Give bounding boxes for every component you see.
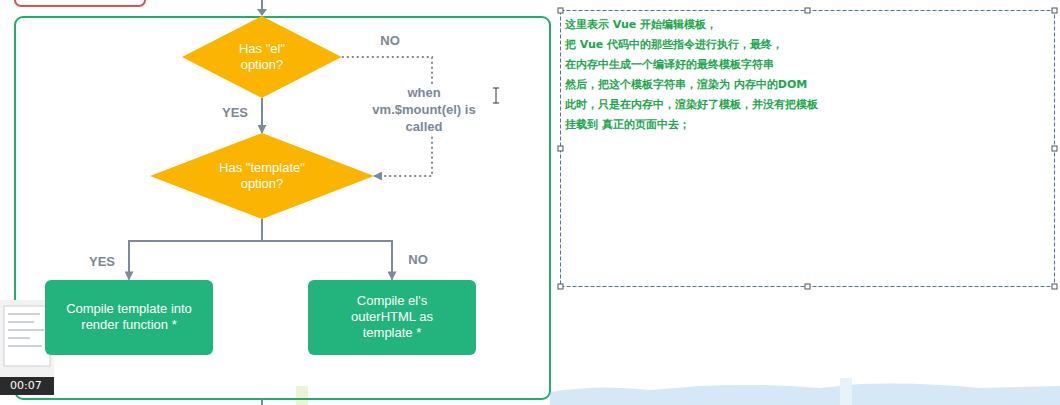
- node-text: Has "el" option?: [220, 41, 304, 73]
- start-box: [15, 0, 145, 6]
- selection-frame: [561, 11, 1055, 287]
- video-time: 00:07: [10, 379, 42, 393]
- flow-connector: [262, 219, 392, 280]
- outgoing-line: [261, 399, 263, 405]
- flow-connector: [261, 98, 263, 133]
- note-line: 然后，把这个模板字符串，渲染为 内存中的DOM: [565, 75, 1045, 95]
- flow-connector: [129, 219, 262, 280]
- note-block: 这里表示 Vue 开始编辑模板，把 Vue 代码中的那些指令进行执行，最终，在内…: [565, 15, 1045, 135]
- video-thumbnail: [4, 306, 50, 366]
- selection-handles: [558, 8, 1057, 289]
- edge-label: YES: [220, 105, 250, 121]
- landscape-strip: [840, 378, 852, 405]
- process-box: Compile el's outerHTML as template *: [308, 280, 476, 355]
- landscape-strip: [296, 386, 308, 405]
- decision-diamond: Has "el" option?: [182, 16, 342, 98]
- node-text: Compile template into render function *: [65, 301, 193, 333]
- ibeam-cursor: [493, 88, 499, 103]
- incoming-line: [261, 0, 263, 10]
- note-line: 此时，只是在内存中，渲染好了模板，并没有把模板: [565, 95, 1045, 115]
- diamond-shape: [182, 16, 342, 98]
- lifecycle-region: [15, 17, 550, 399]
- note-line: 挂载到 真正的页面中去；: [565, 115, 1045, 135]
- process-box: Compile template into render function *: [45, 280, 213, 355]
- note-line: 在内存中生成一个编译好的最终模板字符串: [565, 55, 1045, 75]
- node-text: Compile el's outerHTML as template *: [328, 293, 456, 341]
- arrow-head: [257, 9, 267, 16]
- edge-label: YES: [87, 254, 117, 270]
- condition-note: when vm.$mount(el) is called: [368, 84, 480, 135]
- video-thumbnail: [8, 314, 44, 346]
- diamond-shape: [150, 133, 374, 219]
- edge-label: NO: [378, 33, 402, 49]
- decision-diamond: Has "template" option?: [150, 133, 374, 219]
- node-text: Has "template" option?: [203, 160, 321, 192]
- note-line: 这里表示 Vue 开始编辑模板，: [565, 15, 1045, 35]
- landscape-strip: [550, 384, 1060, 405]
- video-timebar: [0, 377, 54, 395]
- note-line: 把 Vue 代码中的那些指令进行执行，最终，: [565, 35, 1045, 55]
- edge-label: NO: [406, 252, 430, 268]
